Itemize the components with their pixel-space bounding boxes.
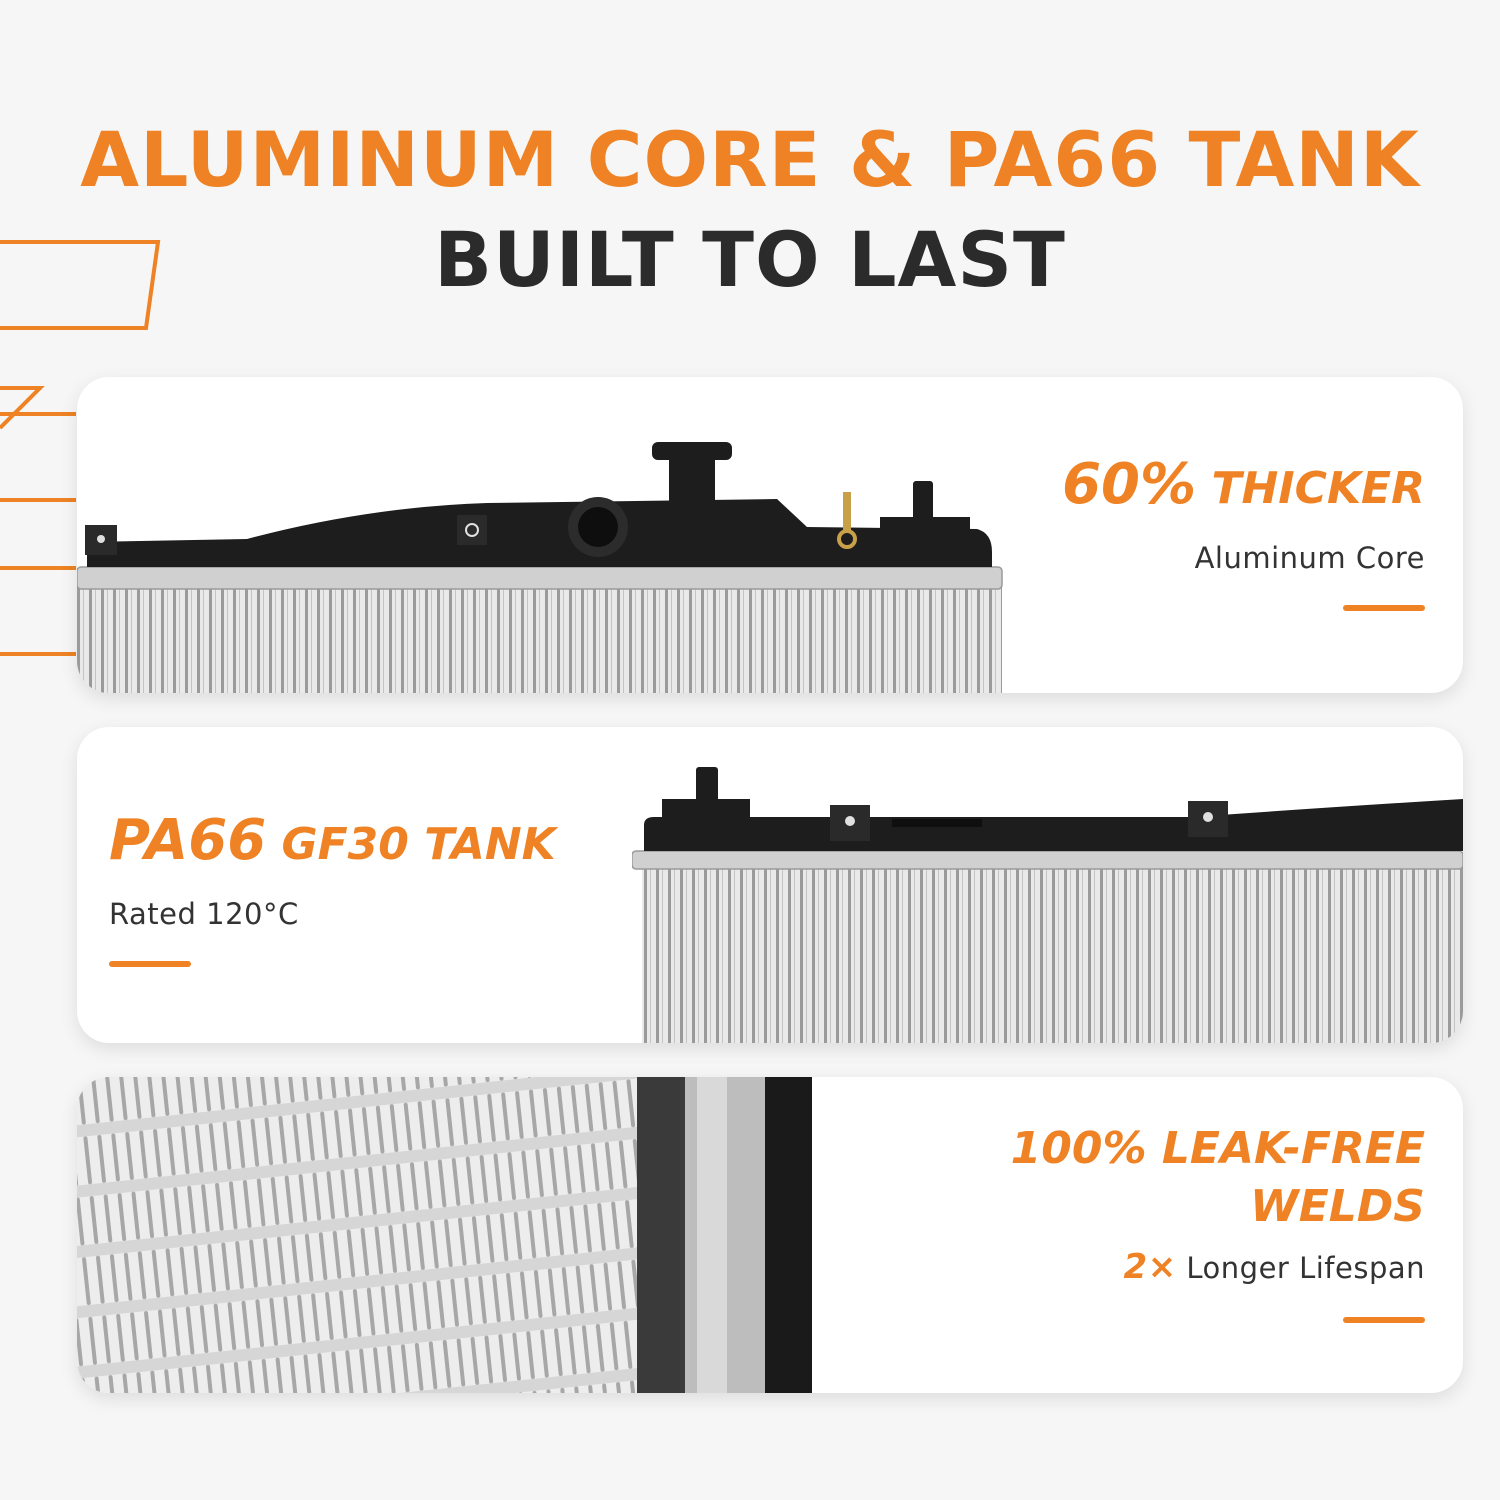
feature-subtitle-rated: Rated 120°C	[109, 897, 299, 931]
feature-subtitle-lifespan: Longer Lifespan	[1176, 1251, 1425, 1285]
radiator-top-tank-image	[77, 377, 1007, 693]
feature-heading-rest: THICKER	[1196, 463, 1425, 514]
feature-text-thicker: 60% THICKER Aluminum Core	[1062, 457, 1425, 611]
feature-subtitle-lifespan-row: 2× Longer Lifespan	[1011, 1247, 1425, 1287]
accent-underline	[1343, 605, 1425, 611]
headline-line-1: ALUMINUM CORE & PA66 TANK	[80, 115, 1420, 204]
accent-underline	[109, 961, 191, 967]
feature-heading-thicker: 60% THICKER	[1062, 457, 1425, 513]
feature-card-pa66-tank: PA66 GF30 TANK Rated 120°C	[77, 727, 1463, 1043]
core-weld-closeup-image	[77, 1077, 812, 1393]
decorative-outline-shapes	[0, 240, 161, 656]
feature-heading-rest: GF30 TANK	[266, 819, 556, 870]
feature-heading-leak-free-line-2: WELDS	[1250, 1181, 1425, 1232]
feature-big-value: PA66	[109, 808, 267, 873]
feature-text-pa66: PA66 GF30 TANK Rated 120°C	[109, 813, 556, 967]
multiplier-badge: 2×	[1123, 1247, 1177, 1287]
feature-heading-pa66: PA66 GF30 TANK	[109, 813, 556, 869]
headline-line-2: BUILT TO LAST	[434, 215, 1066, 304]
feature-card-thicker-core: 60% THICKER Aluminum Core	[77, 377, 1463, 693]
feature-big-value: 60%	[1062, 452, 1197, 517]
feature-text-leak-free: 100% LEAK-FREE WELDS 2× Longer Lifespan	[1011, 1127, 1425, 1323]
feature-card-leak-free: 100% LEAK-FREE WELDS 2× Longer Lifespan	[77, 1077, 1463, 1393]
feature-heading-leak-free-line-1: 100% LEAK-FREE	[1010, 1123, 1425, 1174]
accent-underline	[1343, 1317, 1425, 1323]
radiator-side-image	[632, 727, 1463, 1043]
feature-subtitle-core: Aluminum Core	[1194, 541, 1425, 575]
